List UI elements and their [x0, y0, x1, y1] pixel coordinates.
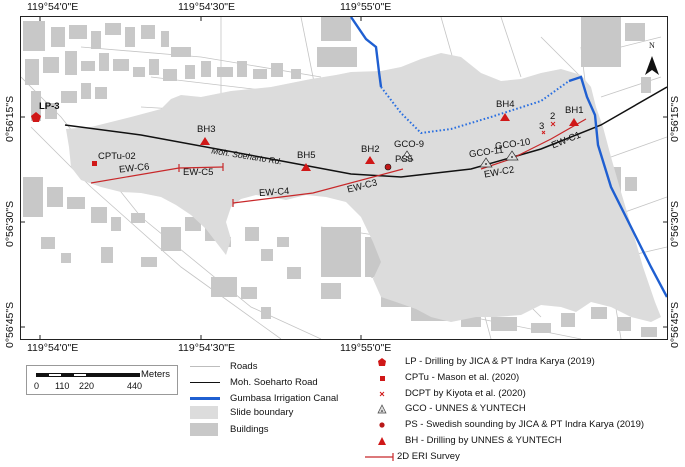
map-canvas — [21, 17, 667, 339]
scale-tick-440: 440 — [127, 381, 143, 391]
label-cptu02: CPTu-02 — [98, 151, 136, 162]
label-ewc4: EW-C4 — [258, 185, 290, 200]
legend-ps: PS - Swedish sounding by JICA & PT Indra… — [377, 419, 644, 430]
left-coord-3: 0°56'45"S — [4, 301, 16, 348]
bottom-coord-3: 119°55'0"E — [340, 342, 392, 354]
legend-cptu: CPTu - Mason et al. (2020) — [377, 372, 519, 383]
bh4-marker — [500, 113, 510, 121]
scale-unit: Meters — [141, 369, 171, 380]
legend-roads: Roads — [190, 361, 257, 372]
cptu-marker — [92, 161, 97, 166]
label-ewc5: EW-C5 — [183, 167, 214, 178]
buildings-symbol-icon — [190, 423, 218, 436]
scale-tick-0: 0 — [34, 381, 40, 391]
canal-east — [568, 75, 667, 298]
top-coord-1: 119°54'0"E — [27, 1, 79, 13]
roads-symbol-icon — [190, 366, 220, 367]
legend-canal: Gumbasa Irrigation Canal — [190, 393, 338, 404]
left-coord-1: 0°56'15"S — [4, 95, 16, 142]
scale-tick-220: 220 — [79, 381, 95, 391]
dcpt-markers — [541, 121, 556, 135]
square-icon — [380, 375, 385, 381]
canal-symbol-icon — [190, 397, 220, 400]
top-coord-3: 119°55'0"E — [340, 1, 392, 13]
pentagon-icon — [378, 357, 386, 366]
triangle-outline-icon — [377, 403, 387, 413]
right-coord-2: 0°56'30"S — [669, 200, 681, 247]
label-bh2: BH2 — [361, 144, 380, 155]
north-arrow-icon — [645, 56, 659, 75]
slide-boundary — [66, 53, 661, 322]
cross-icon — [379, 391, 385, 396]
right-coord-3: 0°56'45"S — [669, 301, 681, 348]
gco10-marker — [505, 150, 519, 161]
label-lp3: LP-3 — [39, 101, 60, 112]
eri-line-icon — [365, 452, 394, 461]
slide-symbol-icon — [190, 406, 218, 419]
label-bh3: BH3 — [197, 124, 216, 135]
legend-gco: GCO - UNNES & YUNTECH — [377, 403, 526, 414]
right-coord-1: 0°56'15"S — [669, 95, 681, 142]
legend-eri: 2D ERI Survey — [365, 451, 460, 462]
legend-bh: BH - Drilling by UNNES & YUNTECH — [377, 435, 562, 446]
scale-tick-110: 110 — [55, 381, 70, 391]
label-dcpt3: 3 — [539, 121, 545, 132]
top-coord-2: 119°54'30"E — [178, 1, 236, 13]
canal-north — [350, 17, 383, 88]
bottom-coord-1: 119°54'0"E — [27, 342, 79, 354]
lp-marker — [31, 112, 41, 122]
gco11-marker — [479, 157, 493, 168]
legend-buildings: Buildings — [190, 423, 269, 436]
main-road-symbol-icon — [190, 381, 220, 384]
map-frame[interactable]: N LP-3 CPTu-02 BH3 BH5 BH2 BH4 BH1 GCO-9… — [20, 16, 668, 340]
north-arrow-label: N — [649, 41, 655, 50]
soeharto-road — [64, 86, 667, 178]
legend-soeharto-road: Moh. Soeharto Road — [190, 377, 318, 388]
gco9-marker — [400, 150, 414, 161]
legend-dcpt: DCPT by Kiyota et al. (2020) — [377, 388, 526, 399]
ps5-marker — [384, 163, 392, 171]
bh2-marker — [365, 156, 375, 164]
legend-slide-boundary: Slide boundary — [190, 406, 293, 419]
label-gco9: GCO-9 — [394, 139, 425, 150]
eri-lines — [90, 118, 587, 207]
bh5-marker — [301, 163, 311, 171]
bh1-marker — [569, 118, 579, 126]
canal-dotted — [380, 80, 570, 135]
bottom-coord-2: 119°54'30"E — [178, 342, 236, 354]
circle-icon — [379, 421, 385, 428]
label-bh1: BH1 — [565, 105, 584, 116]
label-bh4: BH4 — [496, 99, 515, 110]
triangle-icon — [378, 436, 386, 445]
label-dcpt2: 2 — [550, 111, 556, 122]
legend-lp: LP - Drilling by JICA & PT Indra Karya (… — [377, 356, 595, 367]
scale-bar: Meters 0 110 220 440 — [26, 365, 178, 395]
label-ps5: PS5 — [395, 154, 413, 165]
bh3-marker — [200, 137, 210, 145]
left-coord-2: 0°56'30"S — [4, 200, 16, 247]
label-bh5: BH5 — [297, 150, 316, 161]
